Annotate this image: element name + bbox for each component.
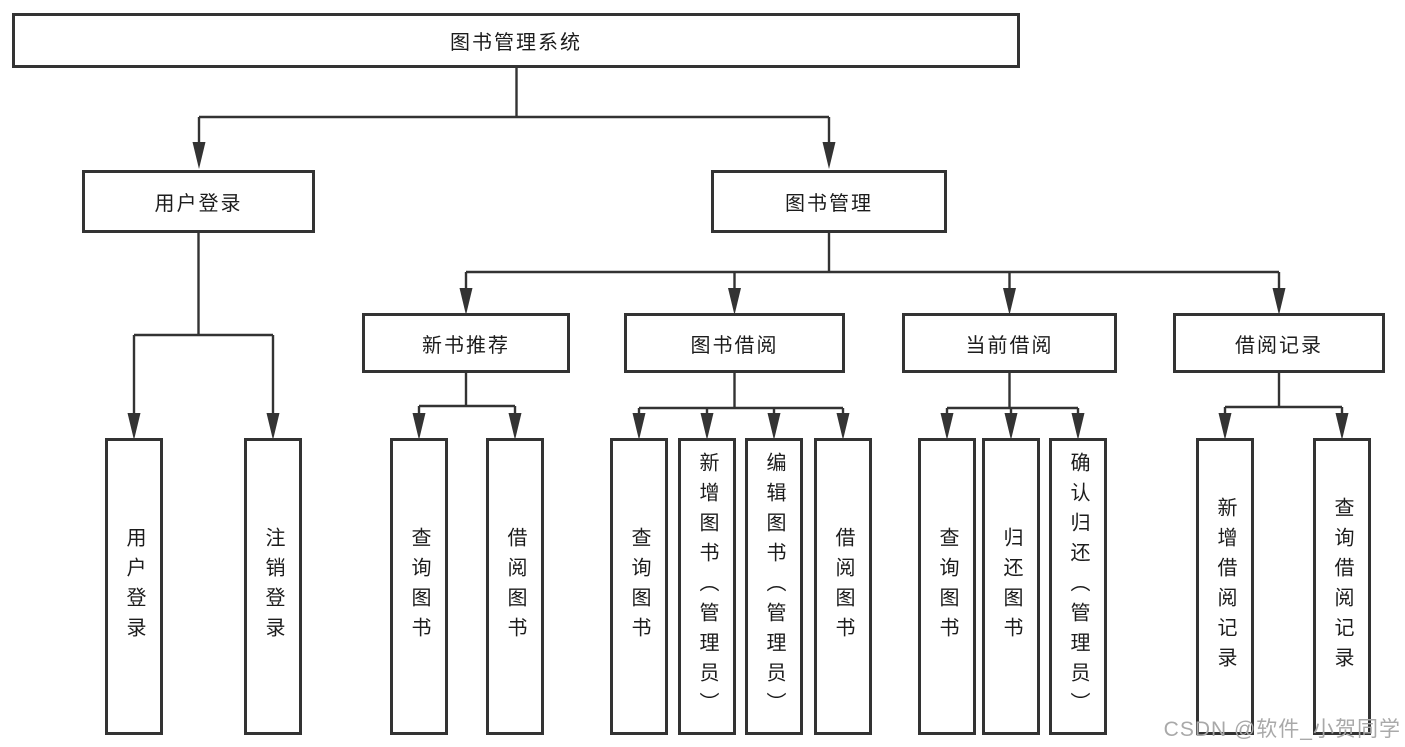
arrowhead-icons	[127, 142, 1349, 440]
node-label: 查询图书	[936, 526, 958, 647]
node-borrow-books-recommend: 借阅图书	[486, 438, 544, 735]
node-add-borrow-record: 新增借阅记录	[1196, 438, 1254, 735]
node-borrow-books-action: 借阅图书	[814, 438, 872, 735]
node-label: 查询图书	[628, 526, 650, 647]
node-label: 查询图书	[408, 526, 430, 647]
node-confirm-return-admin: 确认归还（管理员）	[1049, 438, 1107, 735]
node-label: 用户登录	[123, 526, 145, 647]
node-label: 新增图书（管理员）	[696, 451, 718, 722]
node-edit-book-admin: 编辑图书（管理员）	[745, 438, 803, 735]
node-current-borrowing: 当前借阅	[902, 313, 1117, 373]
node-label: 归还图书	[1000, 526, 1022, 647]
node-query-borrow-record: 查询借阅记录	[1313, 438, 1371, 735]
node-add-book-admin: 新增图书（管理员）	[678, 438, 736, 735]
node-query-books-borrow: 查询图书	[610, 438, 668, 735]
node-user-login: 用户登录	[82, 170, 315, 233]
node-query-books-recommend: 查询图书	[390, 438, 448, 735]
node-logout-action: 注销登录	[244, 438, 302, 735]
node-user-login-action: 用户登录	[105, 438, 163, 735]
node-label: 确认归还（管理员）	[1067, 451, 1089, 722]
node-borrowing-records: 借阅记录	[1173, 313, 1385, 373]
node-label: 借阅图书	[504, 526, 526, 647]
node-label: 编辑图书（管理员）	[763, 451, 785, 722]
node-label: 查询借阅记录	[1331, 496, 1353, 677]
node-label: 新增借阅记录	[1214, 496, 1236, 677]
node-return-books: 归还图书	[982, 438, 1040, 735]
csdn-watermark: CSDN @软件_小贺同学	[1163, 718, 1401, 741]
node-book-management: 图书管理	[711, 170, 947, 233]
node-label: 注销登录	[262, 526, 284, 647]
node-query-books-current: 查询图书	[918, 438, 976, 735]
node-label: 借阅图书	[832, 526, 854, 647]
node-book-borrowing: 图书借阅	[624, 313, 845, 373]
node-new-book-recommendation: 新书推荐	[362, 313, 570, 373]
node-library-management-system: 图书管理系统	[12, 13, 1020, 68]
